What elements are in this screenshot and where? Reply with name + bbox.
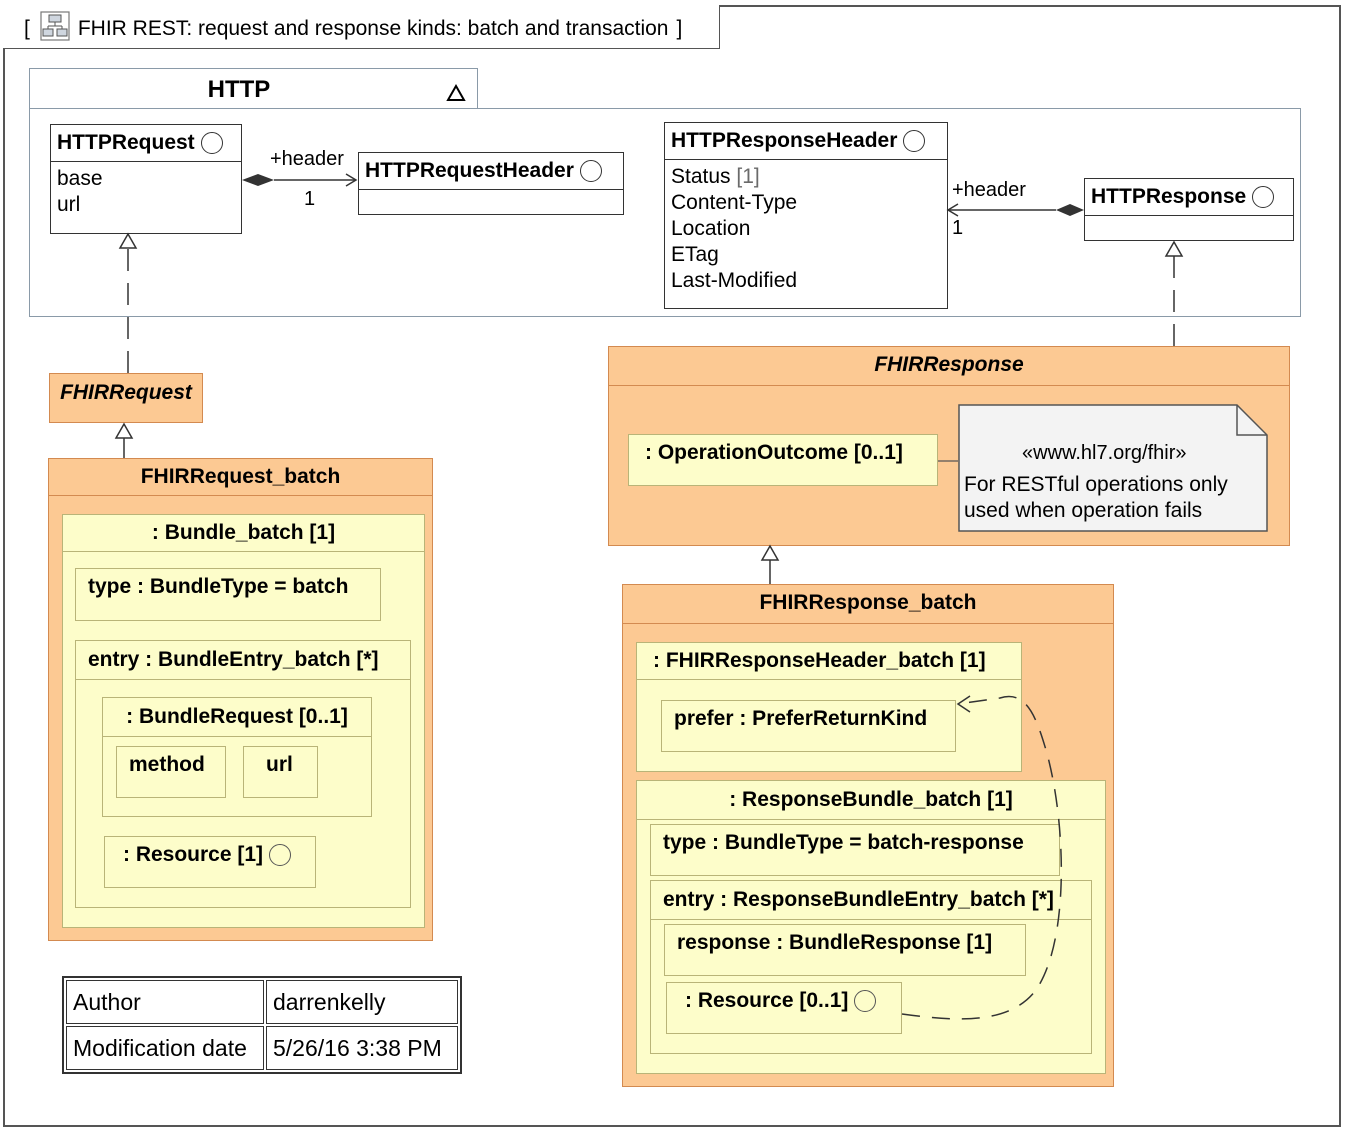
- attr-url: url: [57, 193, 81, 216]
- attr-content-type: Content-Type: [671, 191, 798, 214]
- diagram-title: [ FHIR REST: request and response kinds:…: [24, 11, 682, 47]
- bundle-batch-label: : Bundle_batch [1]: [63, 515, 424, 552]
- response-header-batch-label: : FHIRResponseHeader_batch [1]: [637, 643, 1021, 680]
- request-resource-text: : Resource [1]: [123, 843, 264, 866]
- http-request-header-title: HTTPRequestHeader: [359, 153, 623, 190]
- assoc-request-role: +header: [270, 148, 344, 170]
- http-request-class[interactable]: HTTPRequest base url: [50, 124, 242, 234]
- http-response-header-title: HTTPResponseHeader: [665, 123, 947, 160]
- package-diagram-icon: [40, 11, 70, 47]
- note-box[interactable]: «www.hl7.org/fhir» For RESTful operation…: [958, 404, 1268, 532]
- note-stereotype: «www.hl7.org/fhir»: [1022, 442, 1187, 464]
- fhir-request-class[interactable]: FHIRRequest: [49, 373, 203, 423]
- method-label: method: [129, 753, 205, 776]
- frame-title-text: FHIR REST: request and response kinds: b…: [77, 17, 669, 40]
- bundle-type-label: type : BundleType = batch: [88, 575, 349, 598]
- diagram-frame-tab: [3, 5, 720, 49]
- info-table-wrapper: Author darrenkelly Modification date 5/2…: [62, 976, 462, 1074]
- url-part[interactable]: url: [243, 746, 318, 798]
- http-response-header-class[interactable]: HTTPResponseHeader Status [1] Content-Ty…: [664, 122, 948, 309]
- assoc-request-multiplicity: 1: [304, 188, 316, 210]
- http-response-class[interactable]: HTTPResponse: [1084, 178, 1294, 241]
- response-resource-text: : Resource [0..1]: [685, 989, 849, 1012]
- http-package-tab[interactable]: [29, 68, 478, 110]
- bundle-entry-label: entry : BundleEntry_batch [*]: [76, 641, 410, 680]
- modification-date-value: 5/26/16 3:38 PM: [266, 1026, 458, 1070]
- method-part[interactable]: method: [116, 746, 226, 798]
- attr-status-name: Status: [671, 165, 731, 188]
- fhir-request-batch-name: FHIRRequest_batch: [49, 459, 432, 496]
- response-bundle-type-part[interactable]: type : BundleType = batch-response: [650, 824, 1060, 876]
- http-response-title: HTTPResponse: [1085, 179, 1293, 216]
- bundle-type-part[interactable]: type : BundleType = batch: [75, 568, 381, 621]
- table-row: Author darrenkelly: [66, 980, 458, 1024]
- operation-outcome-part[interactable]: : OperationOutcome [0..1]: [628, 434, 938, 486]
- attr-status: Status [1]: [665, 164, 947, 190]
- request-resource-label: : Resource [1]: [105, 837, 315, 867]
- class-circle-icon: [200, 132, 223, 154]
- attr-last-modified: Last-Modified: [671, 269, 798, 292]
- attr-base: base: [57, 167, 103, 190]
- class-circle-icon: [579, 160, 602, 182]
- author-key: Author: [66, 980, 264, 1024]
- http-response-name: HTTPResponse: [1091, 185, 1247, 208]
- triangle-up-icon[interactable]: [446, 83, 466, 107]
- fhir-response-batch-name: FHIRResponse_batch: [623, 585, 1113, 624]
- table-row: Modification date 5/26/16 3:38 PM: [66, 1026, 458, 1070]
- http-request-header: HTTPRequest: [51, 125, 241, 162]
- note-line-2: used when operation fails: [964, 499, 1203, 522]
- frame-bracket-open: [: [24, 17, 30, 40]
- bundle-response-part[interactable]: response : BundleResponse [1]: [664, 924, 1026, 976]
- assoc-response-multiplicity: 1: [952, 217, 964, 239]
- bundle-request-label: : BundleRequest [0..1]: [103, 698, 371, 737]
- prefer-label: prefer : PreferReturnKind: [674, 707, 928, 730]
- class-circle-icon: [1252, 186, 1275, 208]
- http-request-header-class[interactable]: HTTPRequestHeader: [358, 152, 624, 215]
- http-package-name: HTTP: [207, 76, 271, 103]
- response-bundle-batch-label: : ResponseBundle_batch [1]: [637, 781, 1105, 820]
- http-response-header-name: HTTPResponseHeader: [671, 129, 898, 152]
- attr-location: Location: [671, 217, 751, 240]
- response-resource-label: : Resource [0..1]: [667, 983, 901, 1013]
- info-table: Author darrenkelly Modification date 5/2…: [62, 976, 462, 1074]
- note-line-1: For RESTful operations only: [964, 473, 1228, 496]
- response-bundle-entry-label: entry : ResponseBundleEntry_batch [*]: [651, 881, 1091, 920]
- prefer-part[interactable]: prefer : PreferReturnKind: [661, 700, 956, 752]
- fhir-request-name: FHIRRequest: [60, 381, 192, 404]
- class-circle-icon: [269, 844, 292, 866]
- http-request-name: HTTPRequest: [57, 131, 195, 154]
- bundle-response-label: response : BundleResponse [1]: [677, 931, 993, 954]
- class-circle-icon: [854, 990, 877, 1012]
- request-resource-part[interactable]: : Resource [1]: [104, 836, 316, 888]
- modification-date-key: Modification date: [66, 1026, 264, 1070]
- class-circle-icon: [903, 130, 926, 152]
- fhir-response-name: FHIRResponse: [609, 347, 1289, 386]
- operation-outcome-label: : OperationOutcome [0..1]: [645, 441, 903, 464]
- url-label: url: [266, 753, 293, 776]
- response-bundle-type-label: type : BundleType = batch-response: [663, 831, 1024, 854]
- response-resource-part[interactable]: : Resource [0..1]: [666, 982, 902, 1034]
- http-request-header-name: HTTPRequestHeader: [365, 159, 574, 182]
- attr-status-multiplicity: [1]: [736, 165, 760, 188]
- author-value: darrenkelly: [266, 980, 458, 1024]
- assoc-response-role: +header: [952, 179, 1026, 201]
- frame-bracket-close: ]: [676, 17, 683, 40]
- attr-etag: ETag: [671, 243, 719, 266]
